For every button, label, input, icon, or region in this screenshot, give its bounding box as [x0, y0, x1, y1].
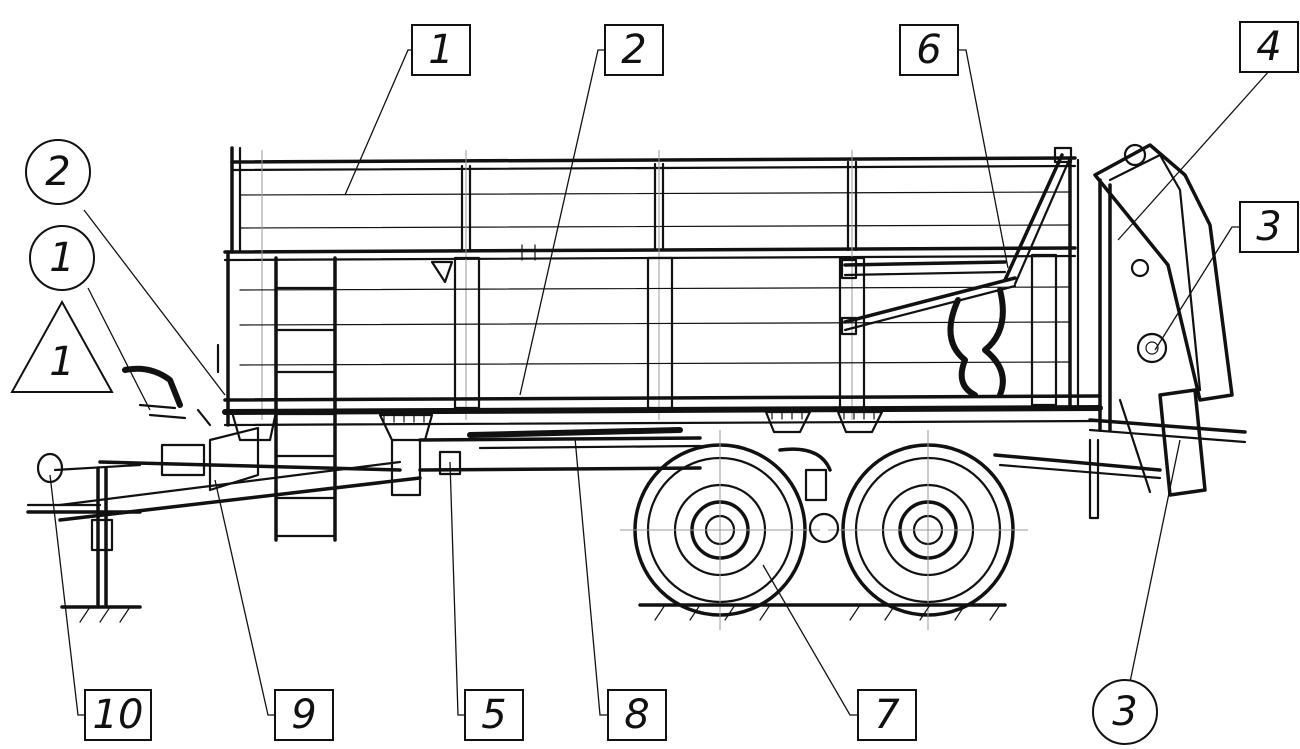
callout-circle-3: 3 [1092, 679, 1158, 745]
callout-box-2: 2 [604, 24, 664, 76]
callout-box-9-label: 9 [291, 692, 316, 738]
callout-circle-1-label: 1 [49, 235, 74, 281]
callout-box-1-label: 1 [428, 27, 453, 73]
chassis [26, 365, 884, 623]
callout-box-8-label: 8 [624, 692, 649, 738]
callout-box-5-label: 5 [481, 692, 506, 738]
callout-box-8: 8 [607, 689, 667, 741]
callout-box-6: 6 [899, 24, 959, 76]
ladder [274, 256, 337, 542]
callout-box-10: 10 [84, 689, 152, 741]
hydraulic-cylinders [840, 146, 1073, 398]
callout-circle-1: 1 [29, 225, 95, 291]
callout-triangle-1-label: 1 [49, 339, 74, 385]
callout-box-7-label: 7 [874, 692, 900, 738]
callout-circle-2-label: 2 [45, 149, 70, 195]
callout-box-3: 3 [1239, 201, 1299, 253]
ground [638, 603, 1007, 621]
wheel-rear [828, 430, 1028, 630]
callout-box-7: 7 [857, 689, 917, 741]
callout-box-4: 4 [1239, 21, 1299, 73]
callout-circle-3-label: 3 [1112, 689, 1137, 735]
spreader-unit [993, 143, 1247, 520]
callout-box-1: 1 [411, 24, 471, 76]
callout-box-10-label: 10 [93, 692, 144, 738]
callout-triangle-1: 1 [10, 299, 114, 393]
callout-box-2-label: 2 [621, 27, 646, 73]
axle-suspension [778, 447, 840, 544]
callout-box-4-label: 4 [1256, 24, 1281, 70]
callout-box-9: 9 [274, 689, 334, 741]
callout-box-3-label: 3 [1256, 204, 1281, 250]
callout-box-5: 5 [464, 689, 524, 741]
callout-circle-2: 2 [25, 139, 91, 205]
callout-box-6-label: 6 [916, 27, 941, 73]
wheel-front [620, 430, 820, 630]
trailer-body [216, 146, 1103, 427]
leader-lines [49, 49, 1271, 716]
